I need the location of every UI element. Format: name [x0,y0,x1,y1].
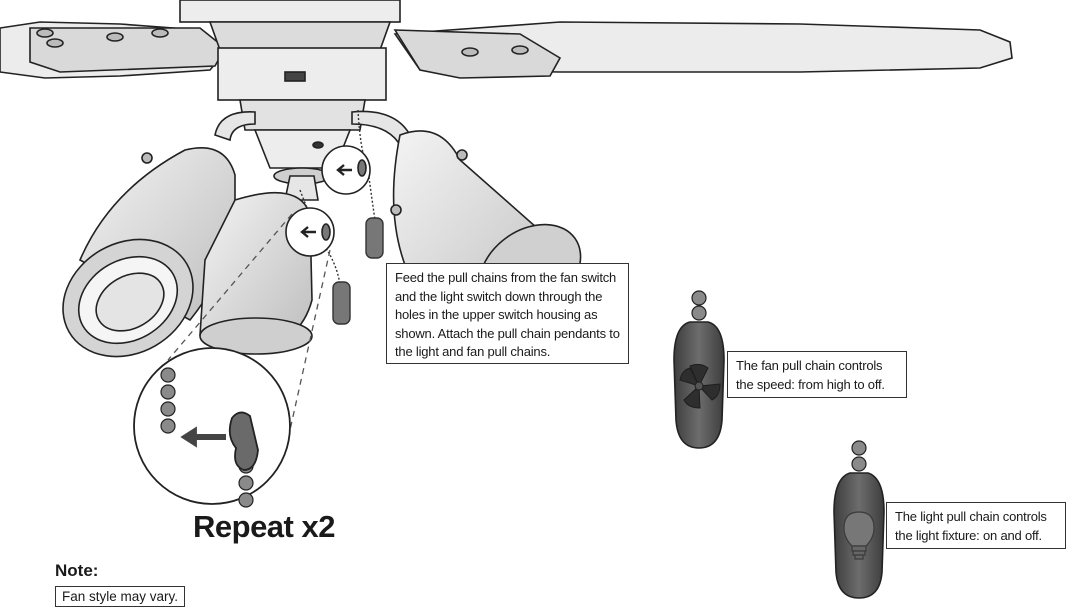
center-light-shade [199,192,313,355]
magnified-chain-end [228,411,259,471]
lower-detail-arrow [300,226,316,238]
fixture-arms [214,110,412,201]
right-shade-screw [456,149,468,161]
light-chain-pendant [332,281,351,325]
light-pendant [833,440,885,599]
left-blade-iron [29,27,227,73]
center-arm [284,175,319,201]
blade-screws [36,28,529,57]
switch-housing [179,0,401,185]
fan-chain-pendant [365,217,384,259]
callout-light-text: The light pull chain controls the light … [895,509,1047,543]
magnified-circle [133,347,291,505]
note-text: Fan style may vary. [55,586,186,607]
detail-circles [285,145,371,257]
center-shade-rim [199,317,313,355]
light-pendant-beads [851,440,867,472]
left-shade-screw [141,152,153,164]
callout-light-chain: The light pull chain controls the light … [886,502,1066,549]
callout-pull-chain-instructions: Feed the pull chains from the fan switch… [386,263,629,364]
upper-detail-chain-end [357,159,367,177]
callout-fan-text: The fan pull chain controls the speed: f… [736,358,885,392]
callout-fan-chain: The fan pull chain controls the speed: f… [727,351,907,398]
fan-pendant [673,290,725,449]
fan-blades [0,21,1013,79]
switch-hole [312,141,324,149]
hanging-pull-chains [299,109,384,325]
upper-detail-arrow [336,164,352,176]
light-pull-chain [299,189,341,286]
switch-slot [284,71,306,82]
motor-ring [208,21,392,51]
repeat-label: Repeat x2 [193,509,335,544]
motor-base [179,0,401,23]
lower-detail-chain-end [321,223,331,241]
magnified-detail [133,347,291,508]
note-label: Note: [55,561,99,580]
right-shade-screw-2 [390,204,402,216]
lightbulb-icon [843,511,875,560]
magnifier-leaders [167,213,331,431]
magnified-arrowhead [180,426,197,448]
callout-main-text: Feed the pull chains from the fan switch… [395,270,620,359]
fan-pendant-beads [691,290,707,321]
upper-housing [239,99,366,131]
fan-symbol-icon [679,363,721,409]
left-arm [214,111,256,142]
left-shade-inner [95,272,165,332]
